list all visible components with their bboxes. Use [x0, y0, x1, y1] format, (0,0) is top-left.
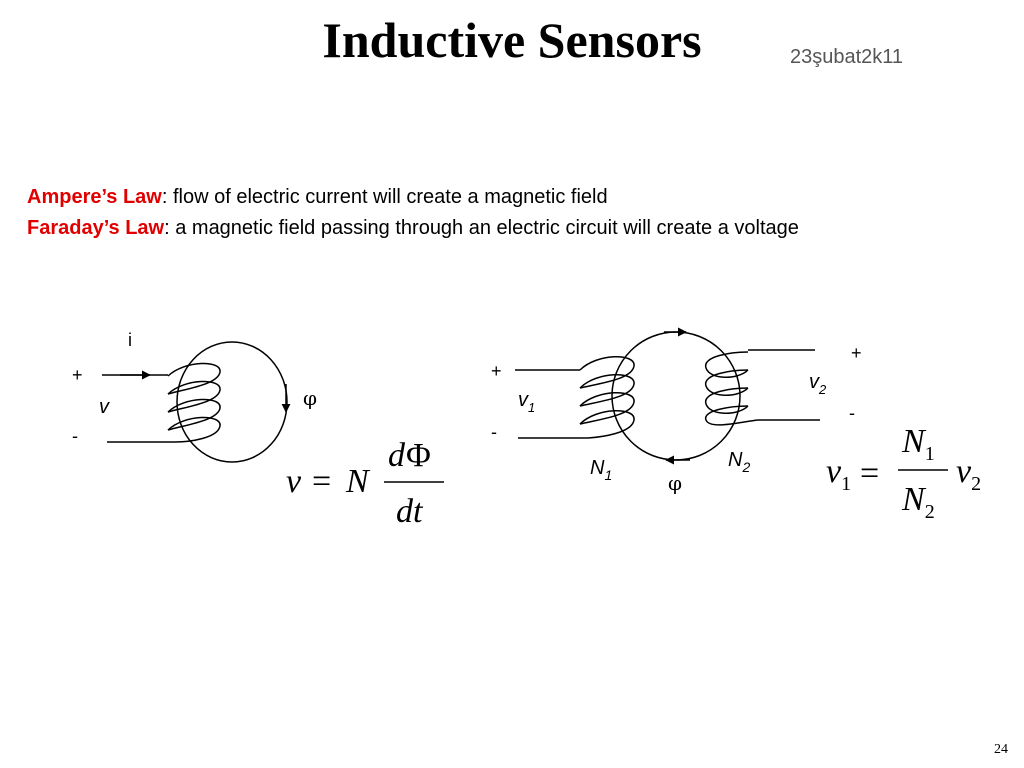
- minus-terminal-label: -: [72, 426, 78, 446]
- transformer-flux-label: φ: [668, 471, 682, 495]
- primary-turns-label: N1: [590, 457, 612, 483]
- secondary-minus-label: -: [849, 403, 855, 423]
- current-label: i: [128, 330, 132, 350]
- faraday-law-text: : a magnetic field passing through an el…: [164, 217, 799, 239]
- coil-winding: [167, 362, 221, 443]
- ampere-law-text: : flow of electric current will create a…: [161, 186, 608, 208]
- faraday-equation: v = N d Φ dt: [286, 437, 444, 530]
- equation-v2: v2: [956, 453, 981, 495]
- voltage-label: v: [99, 396, 110, 418]
- primary-coil-winding: [579, 355, 635, 439]
- faraday-law-name: Faraday’s Law: [27, 217, 165, 239]
- slide-date: 23şubat2k11: [790, 46, 904, 68]
- secondary-plus-label: +: [851, 343, 862, 363]
- equation2-equals: =: [860, 455, 879, 492]
- magnetic-core-loop: [176, 341, 288, 463]
- equation-n1: N1: [901, 423, 935, 465]
- flux-label: φ: [303, 386, 317, 410]
- faraday-law-line: Faraday’s Law: a magnetic field passing …: [27, 213, 987, 244]
- equation-numerator-phi: Φ: [406, 437, 431, 474]
- secondary-voltage-label: v2: [809, 371, 827, 397]
- law-definitions: Ampere’s Law: flow of electric current w…: [27, 182, 987, 244]
- ampere-law-name: Ampere’s Law: [27, 186, 162, 208]
- transformer-equation: v1 = N1 N2 v2: [826, 423, 981, 523]
- slide-title: Inductive Sensors: [322, 12, 702, 68]
- equation-n2: N2: [901, 481, 935, 523]
- equation-n: N: [345, 463, 371, 500]
- ampere-law-line: Ampere’s Law: flow of electric current w…: [27, 182, 987, 213]
- equation-numerator-d: d: [388, 437, 406, 474]
- equation-v1: v1: [826, 453, 851, 495]
- secondary-turns-label: N2: [728, 449, 750, 475]
- secondary-coil-winding: [705, 351, 759, 426]
- page-number: 24: [994, 742, 1008, 757]
- equation-equals: =: [312, 463, 331, 500]
- transformer-circuit: + v1 - N1 φ N2 + v2 - v1 = N1 N2 v2: [491, 327, 981, 523]
- plus-terminal-label: +: [72, 365, 83, 385]
- equation-denominator: dt: [396, 493, 424, 530]
- primary-minus-label: -: [491, 422, 497, 442]
- equation-v: v: [286, 463, 302, 500]
- primary-voltage-label: v1: [518, 389, 535, 415]
- primary-plus-label: +: [491, 361, 502, 381]
- single-coil-circuit: i + v - φ v = N d Φ dt: [72, 330, 444, 530]
